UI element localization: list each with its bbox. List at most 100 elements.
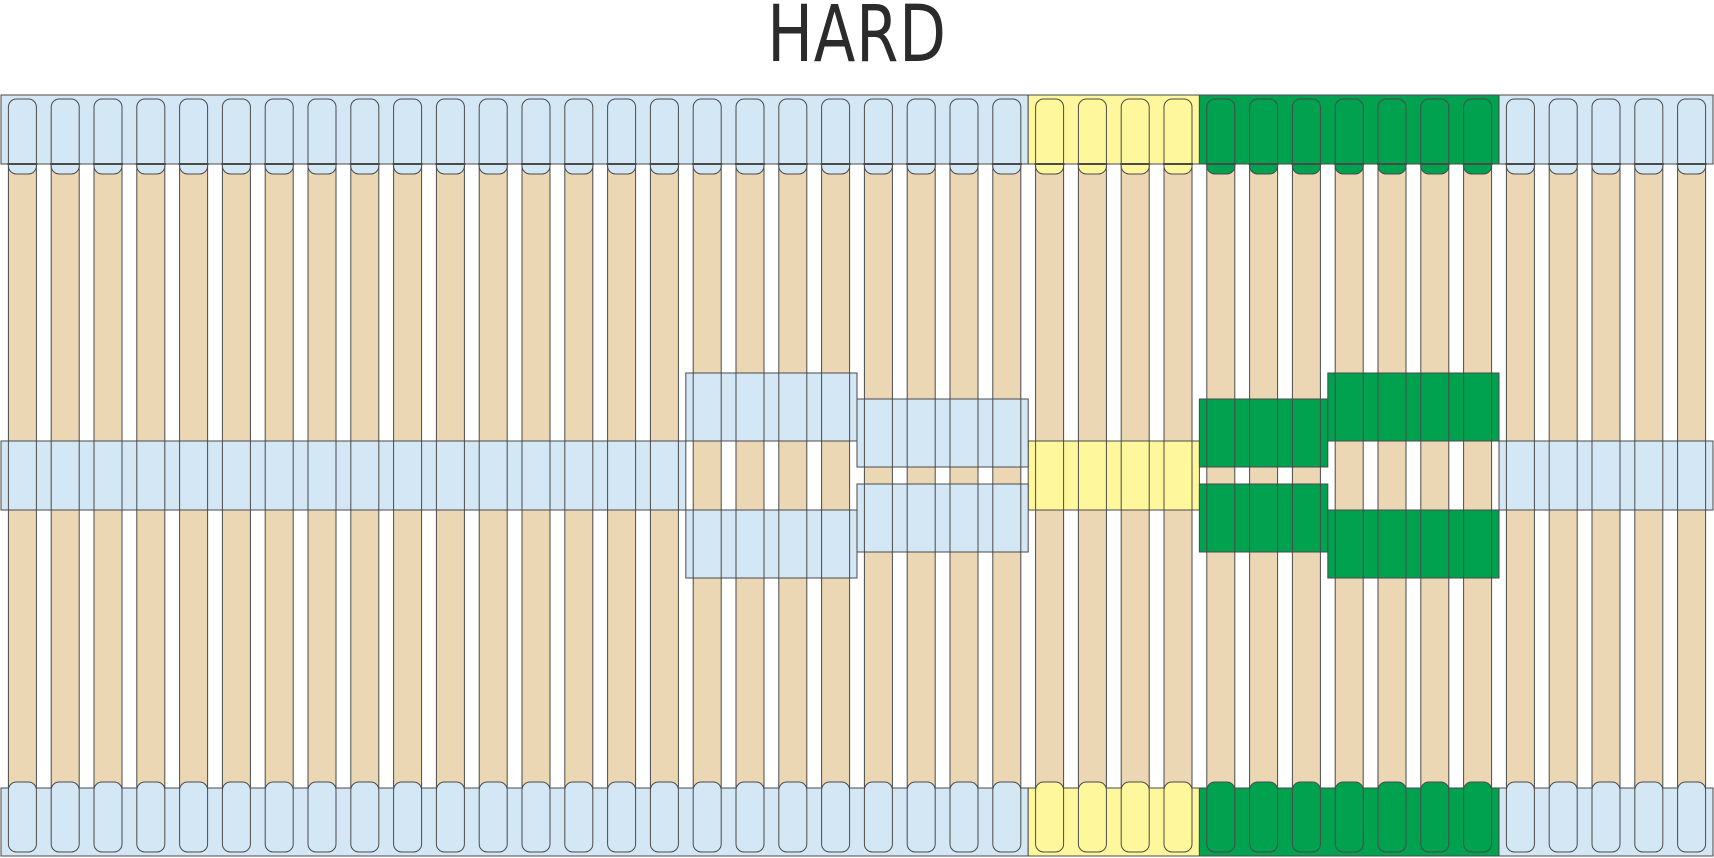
slat-cap-top-edge-38 bbox=[1591, 163, 1621, 165]
slat-cap-top-edge-3 bbox=[93, 163, 123, 165]
slat-cap-bottom-25 bbox=[1035, 781, 1065, 853]
adjuster-group-b-upper-slat-24 bbox=[992, 398, 1022, 468]
slat-cap-bottom-17 bbox=[692, 781, 722, 853]
adjuster-group-c-lower-slat-31 bbox=[1291, 483, 1321, 553]
slat-cap-bottom-8 bbox=[307, 781, 337, 853]
slat-cap-top-36 bbox=[1505, 98, 1535, 175]
slat-cap-top-38 bbox=[1591, 98, 1621, 175]
slat-cap-top-edge-17 bbox=[692, 163, 723, 165]
slat-cap-top-33 bbox=[1377, 98, 1407, 175]
center-adjusters bbox=[685, 372, 1500, 579]
slat-cap-bottom-27 bbox=[1120, 781, 1150, 853]
slat-cap-top-edge-32 bbox=[1334, 163, 1365, 165]
slat-cap-top-13 bbox=[521, 98, 551, 175]
slat-cap-top-edge-35 bbox=[1462, 163, 1493, 165]
slat-cap-top-21 bbox=[863, 98, 893, 175]
slat-cap-top-edge-7 bbox=[264, 163, 295, 165]
slat-cap-top-edge-18 bbox=[735, 163, 765, 165]
center-band-left-slat-14 bbox=[564, 440, 594, 511]
slat-cap-bottom-5 bbox=[179, 781, 209, 853]
slat-cap-top-edge-20 bbox=[820, 163, 851, 165]
slat-cap-top-edge-8 bbox=[307, 163, 337, 165]
slat-cap-top-edge-39 bbox=[1633, 163, 1664, 165]
center-band-left-slat-8 bbox=[307, 440, 337, 511]
adjuster-group-d-upper-slat-34 bbox=[1420, 372, 1450, 442]
slat-cap-bottom-20 bbox=[821, 781, 851, 853]
slat-cap-bottom-37 bbox=[1548, 781, 1578, 853]
slat-cap-top-3 bbox=[93, 98, 123, 175]
slat-cap-bottom-2 bbox=[50, 781, 80, 853]
slat-35 bbox=[1463, 163, 1493, 789]
slat-18 bbox=[735, 163, 765, 789]
slat-cap-bottom-1 bbox=[7, 781, 37, 853]
slat-cap-top-edge-31 bbox=[1291, 163, 1322, 165]
slat-cap-top-31 bbox=[1291, 98, 1321, 175]
center-band-right-slat-36 bbox=[1505, 440, 1535, 511]
slat-cap-top-26 bbox=[1077, 98, 1107, 175]
center-band-right-slat-40 bbox=[1677, 440, 1707, 511]
slat-cap-top-edge-22 bbox=[906, 163, 937, 165]
slat-cap-bottom-14 bbox=[564, 781, 594, 853]
center-band-left-slat-16 bbox=[649, 440, 679, 511]
slat-cap-top-19 bbox=[778, 98, 808, 175]
adjuster-group-b-upper-slat-22 bbox=[906, 398, 936, 468]
slat-cap-top-4 bbox=[136, 98, 166, 175]
slat-cap-top-6 bbox=[221, 98, 251, 175]
adjuster-group-d-lower-slat-33 bbox=[1377, 509, 1407, 579]
slat-32 bbox=[1334, 163, 1364, 789]
slat-cap-top-8 bbox=[307, 98, 337, 175]
slat-cap-top-edge-33 bbox=[1377, 163, 1407, 165]
slat-cap-top-39 bbox=[1634, 98, 1664, 175]
slat-cap-top-edge-27 bbox=[1120, 163, 1151, 165]
slat-cap-top-18 bbox=[735, 98, 765, 175]
adjuster-group-b-upper-slat-23 bbox=[949, 398, 979, 468]
adjuster-group-a-upper-slat-20 bbox=[821, 372, 851, 442]
slat-cap-bottom-10 bbox=[393, 781, 423, 853]
slat-cap-top-35 bbox=[1463, 98, 1493, 175]
slat-cap-top-12 bbox=[478, 98, 508, 175]
slat-29 bbox=[1206, 163, 1236, 789]
slat-cap-top-edge-1 bbox=[7, 163, 38, 165]
slat-cap-top-25 bbox=[1035, 98, 1065, 175]
center-band-yellow-slat-25 bbox=[1035, 440, 1065, 511]
slat-cap-bottom-15 bbox=[607, 781, 637, 853]
slat-33 bbox=[1377, 163, 1407, 789]
slat-cap-bottom-18 bbox=[735, 781, 765, 853]
slat-cap-top-edge-11 bbox=[435, 163, 466, 165]
adjuster-group-d-lower-slat-32 bbox=[1334, 509, 1364, 579]
slat-cap-top-37 bbox=[1548, 98, 1578, 175]
center-band-right-slat-37 bbox=[1548, 440, 1578, 511]
center-band-yellow-slat-27 bbox=[1120, 440, 1150, 511]
slat-cap-top-edge-14 bbox=[563, 163, 594, 165]
center-band-left-slat-15 bbox=[607, 440, 637, 511]
slat-cap-bottom-30 bbox=[1249, 781, 1279, 853]
slat-cap-bottom-22 bbox=[906, 781, 936, 853]
center-band-left-slat-5 bbox=[179, 440, 209, 511]
slat-cap-top-edge-36 bbox=[1505, 163, 1536, 165]
center-band-left-slat-1 bbox=[7, 440, 37, 511]
slat-cap-top-40 bbox=[1677, 98, 1707, 175]
slat-cap-bottom-6 bbox=[221, 781, 251, 853]
slat-cap-top-edge-15 bbox=[606, 163, 637, 165]
adjuster-group-c-upper-slat-31 bbox=[1291, 398, 1321, 468]
slat-cap-bottom-32 bbox=[1334, 781, 1364, 853]
center-band-left-slat-2 bbox=[50, 440, 80, 511]
slat-cap-bottom-7 bbox=[264, 781, 294, 853]
slat-cap-top-17 bbox=[692, 98, 722, 175]
adjuster-group-d-upper-slat-32 bbox=[1334, 372, 1364, 442]
slat-cap-top-edge-23 bbox=[949, 163, 979, 165]
center-band-left-slat-7 bbox=[264, 440, 294, 511]
slat-cap-top-24 bbox=[992, 98, 1022, 175]
slat-cap-bottom-39 bbox=[1634, 781, 1664, 853]
slat-cap-top-edge-10 bbox=[392, 163, 423, 165]
slat-cap-top-22 bbox=[906, 98, 936, 175]
slat-cap-top-1 bbox=[7, 98, 37, 175]
slat-cap-top-2 bbox=[50, 98, 80, 175]
slat-22 bbox=[906, 163, 936, 789]
slat-cap-top-edge-24 bbox=[991, 163, 1022, 165]
adjuster-group-a-upper-slat-18 bbox=[735, 372, 765, 442]
slat-cap-bottom-35 bbox=[1463, 781, 1493, 853]
slat-cap-bottom-13 bbox=[521, 781, 551, 853]
slat-cap-top-14 bbox=[564, 98, 594, 175]
slat-cap-top-15 bbox=[607, 98, 637, 175]
